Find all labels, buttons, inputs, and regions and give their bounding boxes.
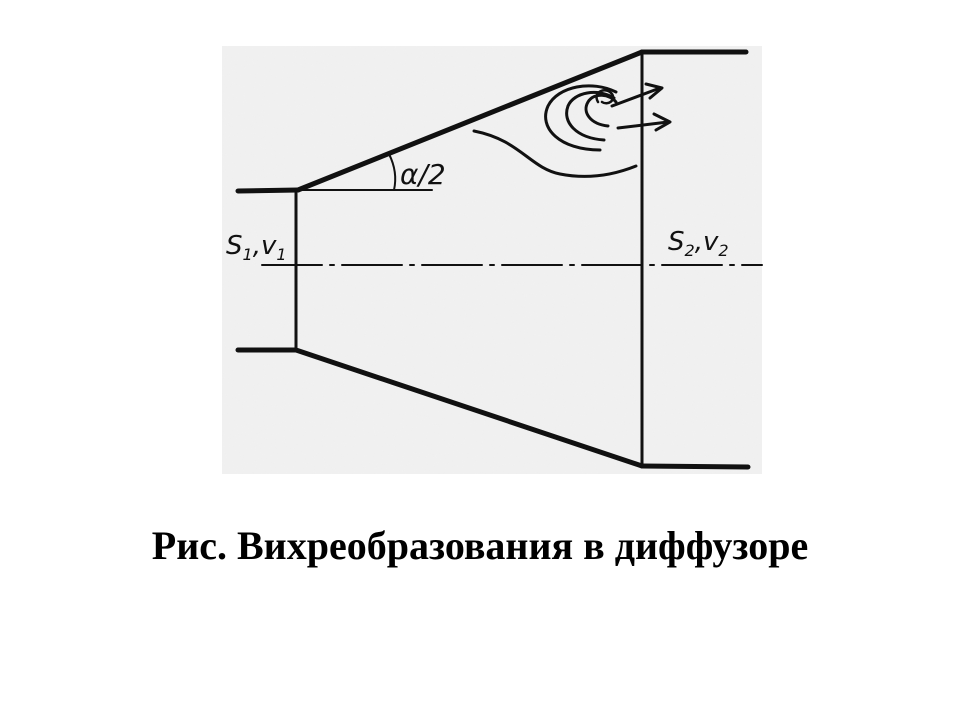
inlet-label-v: v (261, 231, 277, 261)
outlet-label-v-sub: 2 (718, 241, 728, 260)
diffuser-bottom-wall (293, 347, 645, 469)
vortex-inner-arc (584, 93, 618, 128)
outlet-label-v: v (703, 227, 719, 257)
inlet-label-v-sub: 1 (276, 245, 286, 264)
outlet-label-comma: , (695, 227, 703, 257)
scan-grain (222, 46, 762, 474)
diffuser-diagram: α/2 S1,v1 S2,v2 (222, 46, 763, 474)
vortex-arrow-upper (610, 86, 662, 108)
separation-boundary-curve (472, 129, 638, 178)
inlet-label-s-sub: 1 (243, 245, 253, 264)
inlet-label: S1,v1 (226, 231, 287, 264)
vortex-outer-arc (544, 84, 618, 152)
vortex-core-spiral (595, 89, 615, 105)
vortex-arrow-lower (616, 120, 670, 130)
diffuser-top-wall (295, 49, 645, 193)
vortex-arrow-upper-head (644, 82, 664, 100)
vortex-arrow-lower-head (652, 112, 672, 132)
outlet-bottom-wall (639, 463, 751, 470)
angle-label: α/2 (400, 158, 446, 191)
figure-caption: Рис. Вихреобразования в диффузоре (151, 523, 809, 568)
outlet-label-s-sub: 2 (685, 241, 695, 260)
outlet-label-s: S (668, 227, 685, 257)
inlet-label-comma: , (253, 231, 261, 261)
inlet-top-wall (235, 187, 301, 194)
inlet-label-s: S (226, 231, 243, 261)
angle-arc (388, 153, 397, 191)
outlet-label: S2,v2 (668, 227, 729, 260)
